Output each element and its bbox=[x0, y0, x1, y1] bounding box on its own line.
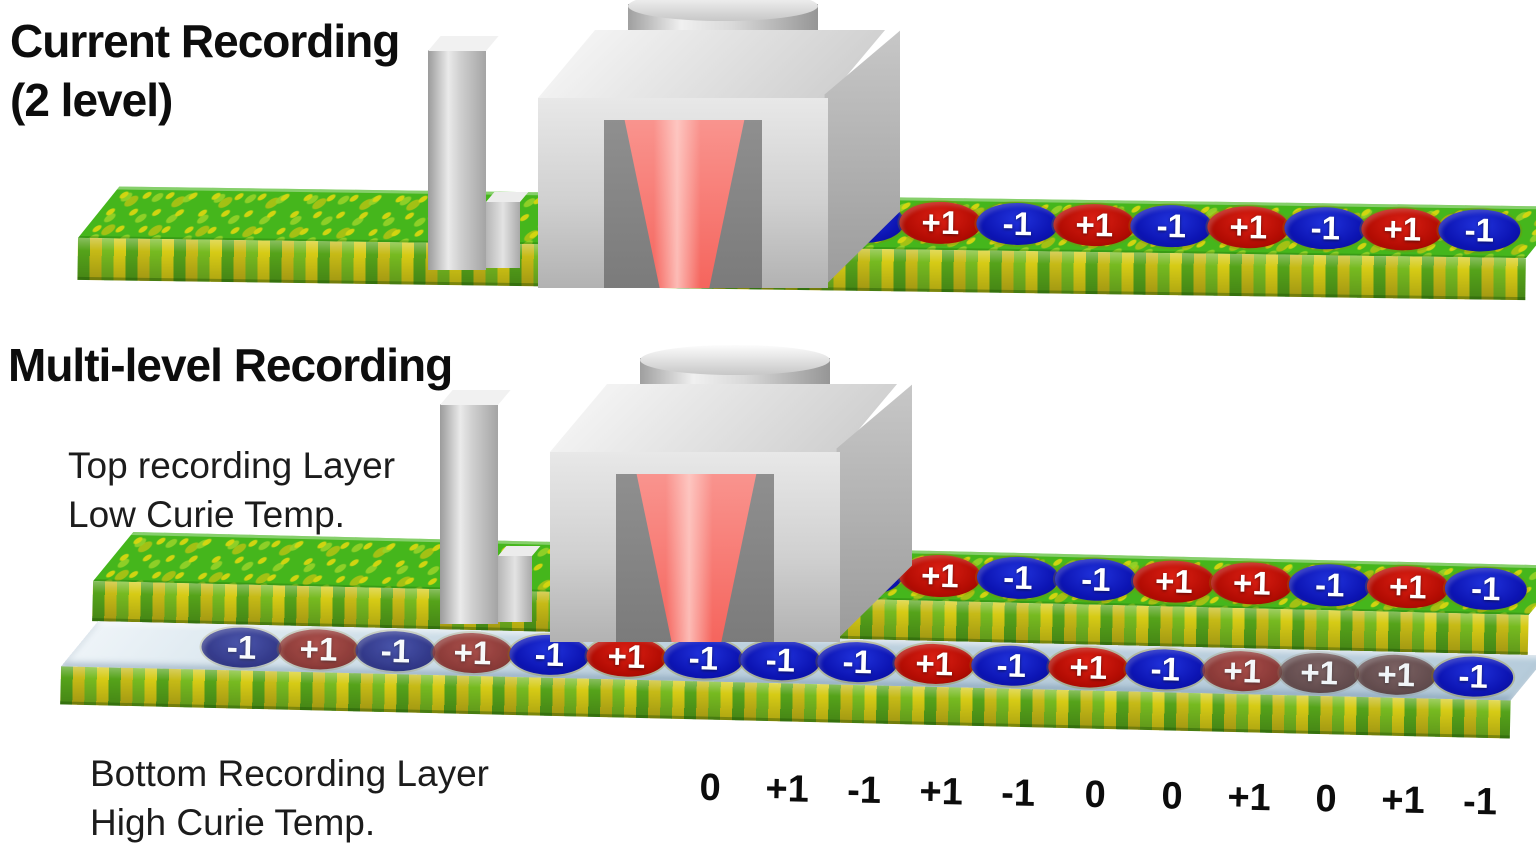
head-opening bbox=[616, 474, 774, 642]
readback-value: 0 bbox=[1161, 775, 1184, 818]
magnetic-bit: +1 bbox=[278, 628, 359, 671]
magnetic-bit: -1 bbox=[976, 555, 1060, 600]
magnetic-bit: -1 bbox=[1130, 204, 1213, 248]
magnetic-bit: +1 bbox=[1201, 650, 1283, 693]
magnetic-bit: +1 bbox=[1361, 207, 1444, 251]
readback-value: -1 bbox=[1462, 780, 1498, 824]
readback-value: +1 bbox=[1227, 776, 1272, 820]
current-recording-title: Current Recording (2 level) bbox=[10, 12, 400, 130]
laser-beam-icon bbox=[636, 474, 757, 642]
magnetic-bit: -1 bbox=[1444, 566, 1528, 611]
head-box-front bbox=[550, 452, 840, 642]
readback-value: +1 bbox=[919, 770, 964, 814]
magnetic-bit: +1 bbox=[1355, 653, 1437, 696]
magnetic-bit: +1 bbox=[1132, 559, 1216, 604]
head-slab-foot bbox=[498, 556, 532, 622]
top-layer-label-line2: Low Curie Temp. bbox=[68, 493, 345, 535]
readback-value: -1 bbox=[846, 769, 882, 813]
magnetic-bit: +1 bbox=[1210, 561, 1294, 606]
magnetic-bit: -1 bbox=[970, 644, 1052, 687]
readback-value: +1 bbox=[1381, 779, 1426, 823]
magnetic-bit: +1 bbox=[899, 201, 982, 245]
readback-value: 0 bbox=[1315, 778, 1338, 821]
magnetic-bit: -1 bbox=[1124, 648, 1206, 691]
magnetic-bit: -1 bbox=[1054, 557, 1138, 602]
magnetic-bit: +1 bbox=[1207, 205, 1290, 249]
magnetic-bit: -1 bbox=[1284, 206, 1367, 250]
head-slab bbox=[440, 404, 498, 624]
readback-value: +1 bbox=[765, 767, 810, 811]
magnetic-bit: +1 bbox=[1366, 565, 1450, 610]
bottom-layer-label-line1: Bottom Recording Layer bbox=[90, 753, 489, 794]
readback-value: 0 bbox=[1084, 773, 1107, 817]
write-head-multilevel bbox=[432, 345, 912, 656]
head-slab-foot bbox=[486, 202, 520, 268]
top-layer-label-line1: Top recording Layer bbox=[68, 445, 396, 486]
magnetic-bit: -1 bbox=[1432, 655, 1514, 698]
bottom-layer-label: Bottom Recording Layer High Curie Temp. bbox=[90, 750, 489, 848]
magnetic-bit: -1 bbox=[976, 202, 1059, 246]
magnetic-bit: +1 bbox=[1053, 203, 1136, 247]
magnetic-bit: +1 bbox=[1047, 646, 1129, 689]
magnetic-bit: -1 bbox=[201, 626, 282, 669]
magnetic-bit: -1 bbox=[355, 630, 436, 673]
readback-value: -1 bbox=[1000, 772, 1036, 815]
current-recording-title-line2: (2 level) bbox=[10, 73, 173, 126]
magnetic-bit: -1 bbox=[1288, 563, 1372, 608]
laser-beam-icon bbox=[624, 120, 745, 288]
head-box-front bbox=[538, 98, 828, 288]
readback-value: 0 bbox=[699, 766, 722, 810]
bottom-layer-label-line2: High Curie Temp. bbox=[90, 801, 376, 843]
head-slab bbox=[428, 50, 486, 270]
top-layer-label: Top recording Layer Low Curie Temp. bbox=[68, 442, 395, 540]
head-opening bbox=[604, 120, 762, 288]
magnetic-bit: -1 bbox=[1438, 208, 1521, 253]
current-recording-title-line1: Current Recording bbox=[10, 15, 400, 67]
multilevel-title-text: Multi-level Recording bbox=[8, 339, 453, 391]
magnetic-bit: +1 bbox=[1278, 652, 1360, 694]
multilevel-recording-title: Multi-level Recording bbox=[8, 336, 453, 395]
write-head-current bbox=[420, 0, 900, 302]
